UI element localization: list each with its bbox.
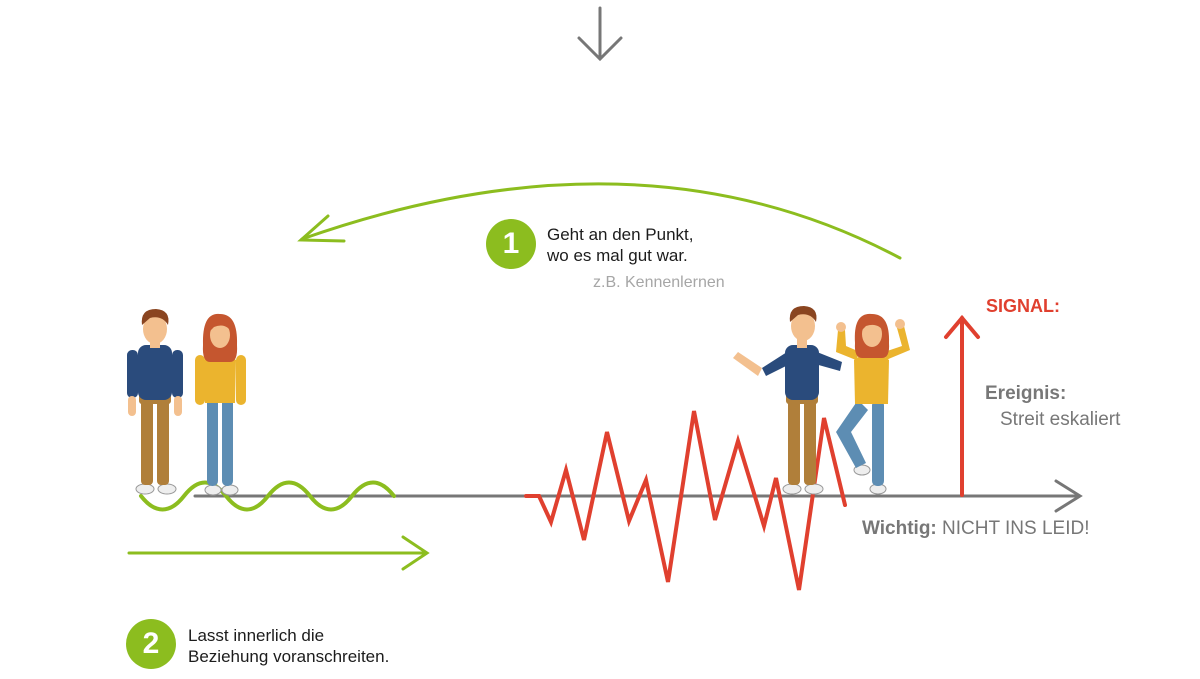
step-1-line-1: Geht an den Punkt, [547, 225, 694, 244]
step-2-text: Lasst innerlich die Beziehung voranschre… [188, 625, 389, 667]
curved-arrow-left-icon [297, 182, 902, 260]
step-1-example: z.B. Kennenlernen [593, 274, 725, 291]
step-2-number: 2 [142, 627, 160, 660]
important-note-text: NICHT INS LEID! [942, 518, 1090, 539]
step-1-line-2: wo es mal gut war. [547, 246, 688, 265]
woman-figure-arguing [836, 313, 910, 495]
signal-label: SIGNAL: [986, 296, 1060, 316]
calm-wave-line [139, 480, 396, 512]
man-figure-arguing [733, 306, 842, 495]
event-value: Streit eskaliert [1000, 409, 1121, 430]
timeline-axis [193, 479, 1083, 513]
step-2-line-1: Lasst innerlich die [188, 626, 325, 645]
event-label: Ereignis: [985, 383, 1067, 404]
step-2-line-2: Beziehung voranschreiten. [188, 647, 390, 666]
arrow-right-icon [127, 535, 430, 571]
important-note-bold: Wichtig: [862, 518, 937, 539]
woman-figure-calm [195, 313, 246, 496]
important-note: Wichtig: NICHT INS LEID! [862, 518, 1090, 540]
step-1-badge: 1 [486, 219, 536, 269]
arrow-down-icon [577, 6, 623, 62]
step-1-number: 1 [502, 227, 520, 260]
arrow-up-icon [944, 314, 980, 497]
man-figure-calm [127, 309, 183, 495]
step-1-text: Geht an den Punkt, wo es mal gut war. [547, 224, 694, 266]
step-2-badge: 2 [126, 619, 176, 669]
conflict-zigzag-line [524, 410, 847, 591]
